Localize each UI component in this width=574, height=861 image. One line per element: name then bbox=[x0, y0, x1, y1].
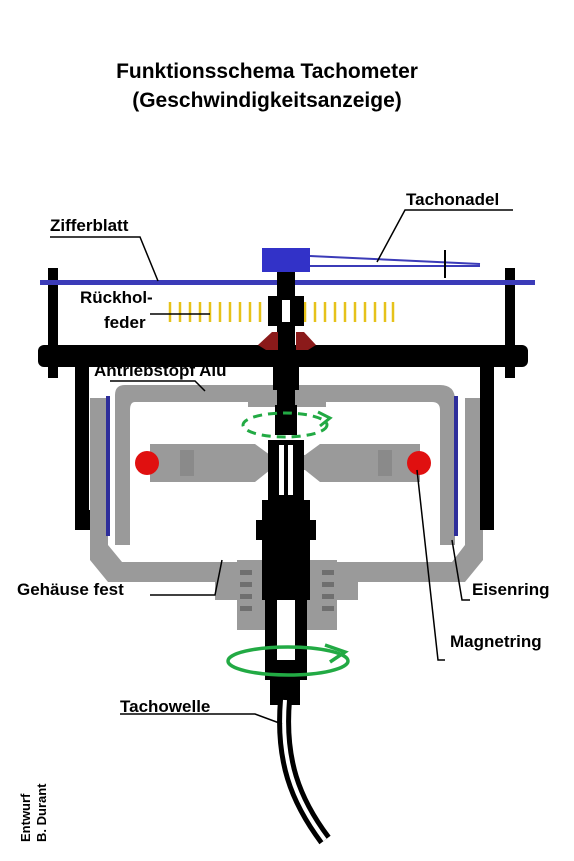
needle bbox=[309, 250, 481, 278]
credit-line-2: B. Durant bbox=[34, 783, 49, 843]
label-magnetring: Magnetring bbox=[450, 632, 542, 651]
title-line-2: (Geschwindigkeitsanzeige) bbox=[132, 89, 402, 112]
iron-ring-right bbox=[454, 396, 458, 536]
label-rueckholfeder-1: Rückhol- bbox=[80, 288, 153, 307]
label-eisenring: Eisenring bbox=[472, 580, 550, 599]
label-rueckholfeder-2: feder bbox=[104, 313, 146, 332]
drive-cable bbox=[277, 699, 331, 845]
bearing-left bbox=[258, 332, 278, 350]
label-antriebstopf: Antriebstopf Alu bbox=[94, 361, 227, 380]
bearing-right bbox=[296, 332, 316, 350]
credit-line-1: Entwurf bbox=[18, 793, 33, 842]
leader-lines bbox=[50, 209, 513, 725]
label-tachonadel: Tachonadel bbox=[406, 190, 500, 209]
needle-hub bbox=[262, 248, 310, 272]
magnet-right bbox=[407, 451, 431, 475]
rotation-arrow-lower bbox=[226, 643, 350, 677]
title-line-1: Funktionsschema Tachometer bbox=[116, 60, 418, 83]
magnet-left bbox=[135, 451, 159, 475]
label-tachowelle: Tachowelle bbox=[120, 697, 211, 716]
iron-ring-left bbox=[106, 396, 110, 536]
spindle bbox=[256, 270, 316, 705]
label-zifferblatt: Zifferblatt bbox=[50, 216, 129, 235]
rotation-arrow-upper bbox=[241, 410, 333, 439]
return-spring bbox=[168, 302, 395, 322]
label-gehaeuse: Gehäuse fest bbox=[17, 580, 124, 599]
